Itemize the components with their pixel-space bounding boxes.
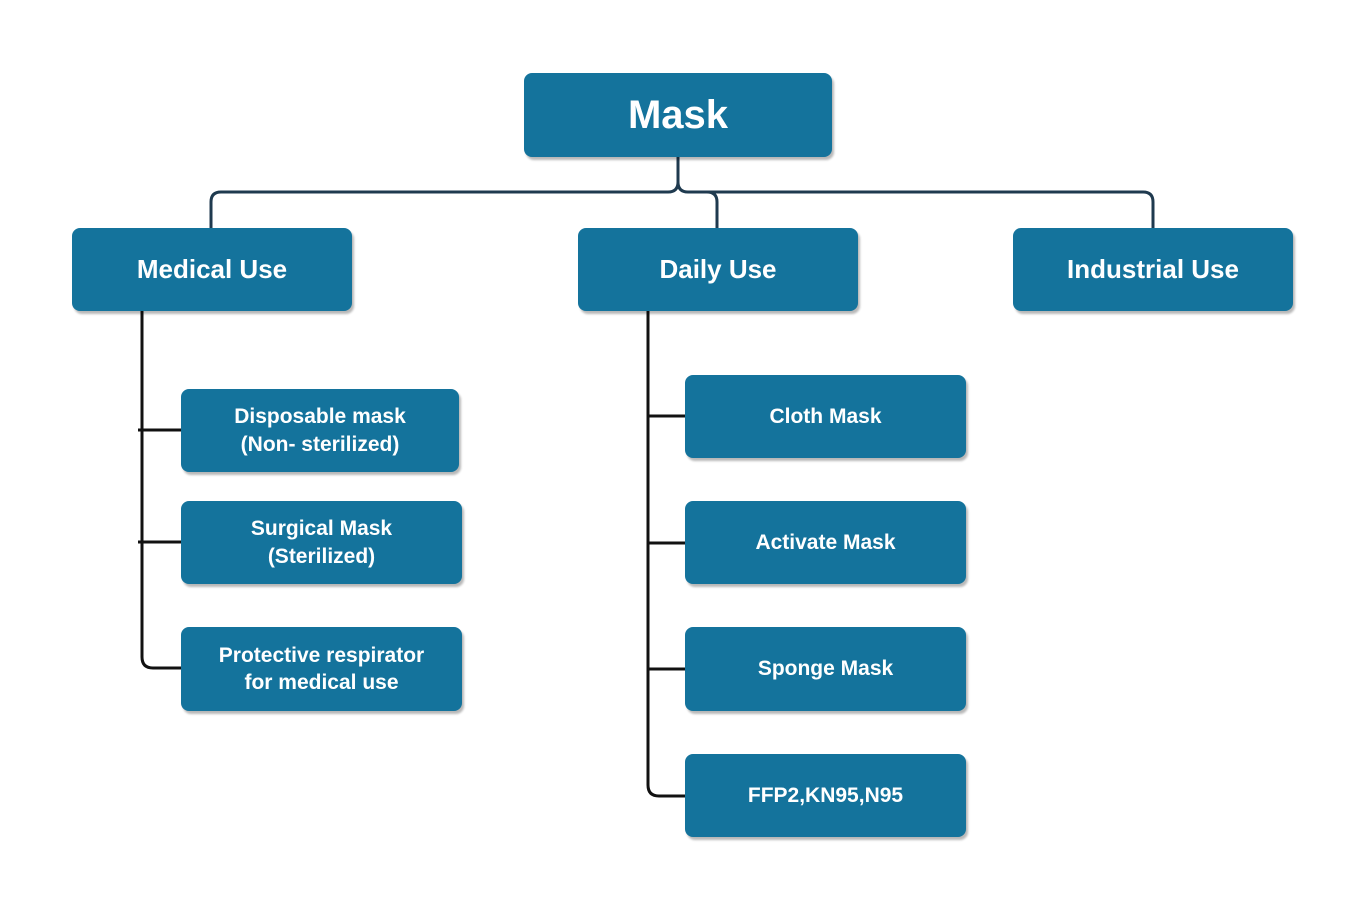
leaf-label-line1: Protective respirator <box>218 643 425 667</box>
leaf-label-line1: Surgical Mask <box>250 517 393 541</box>
category-node-medical-use: Medical Use <box>72 228 352 311</box>
leaf-label-line2: for medical use <box>244 671 399 694</box>
leaf-label-line2: (Sterilized) <box>267 544 376 568</box>
leaf-label-line2: (Non- sterilized) <box>240 432 400 456</box>
category-node-daily-use: Daily Use <box>578 228 858 311</box>
leaf-node-protective-respirator: Protective respirator for medical use <box>181 627 462 711</box>
leaf-node-ffp2-kn95-n95: FFP2,KN95,N95 <box>685 754 966 837</box>
root-label: Mask <box>627 93 729 137</box>
leaf-node-sponge-mask: Sponge Mask <box>685 627 966 711</box>
leaf-node-surgical-mask: Surgical Mask (Sterilized) <box>181 501 462 584</box>
leaf-label: FFP2,KN95,N95 <box>747 783 904 807</box>
category-label: Daily Use <box>659 253 777 284</box>
root-node-mask: Mask <box>524 73 832 157</box>
medical-branch-connector <box>138 311 182 670</box>
category-label: Industrial Use <box>1067 253 1239 284</box>
category-node-industrial-use: Industrial Use <box>1013 228 1293 311</box>
leaf-label: Activate Mask <box>755 530 896 554</box>
leaf-label: Cloth Mask <box>769 404 882 428</box>
category-label: Medical Use <box>136 253 288 284</box>
leaf-node-activate-mask: Activate Mask <box>685 501 966 584</box>
leaf-node-cloth-mask: Cloth Mask <box>685 375 966 458</box>
daily-branch-connector <box>646 311 686 798</box>
root-to-categories-connector <box>209 157 1155 228</box>
leaf-label: Sponge Mask <box>757 657 894 681</box>
leaf-node-disposable-mask: Disposable mask (Non- sterilized) <box>181 389 459 472</box>
leaf-label-line1: Disposable mask <box>234 405 406 429</box>
